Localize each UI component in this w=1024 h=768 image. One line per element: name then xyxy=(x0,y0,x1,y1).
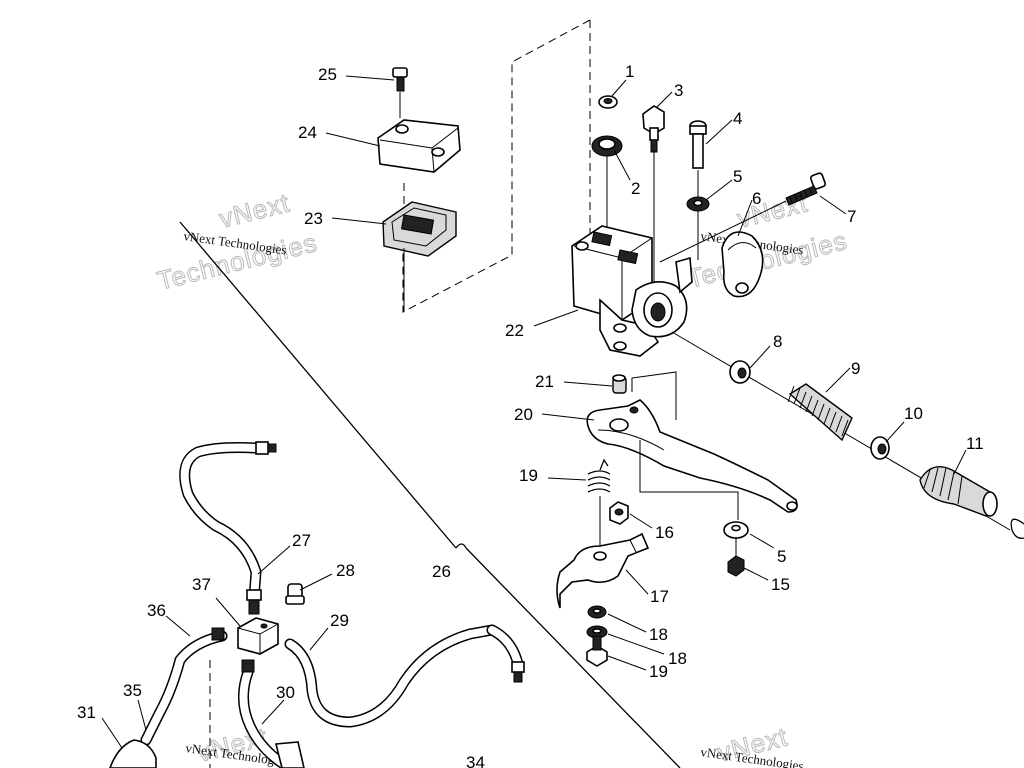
reservoir-diaphragm xyxy=(382,201,457,312)
watermark-bottom-right: vNext vNext Technologies xyxy=(700,721,805,768)
callout-14: 15 xyxy=(771,575,790,594)
callout-3: 3 xyxy=(674,81,683,100)
nut-15 xyxy=(609,501,629,525)
brake-hose-30 xyxy=(284,624,525,728)
callout-34: 34 xyxy=(466,753,485,768)
plunger-boot-11 xyxy=(919,466,998,517)
callout-19-label: 19 xyxy=(649,662,668,681)
brake-hose-28 xyxy=(179,441,277,615)
clamp-bracket xyxy=(721,231,764,298)
callout-37: 37 xyxy=(192,575,211,594)
section-divider-line xyxy=(179,221,681,768)
watermark-big-line1: vNext xyxy=(216,187,293,233)
callout-2: 2 xyxy=(631,179,640,198)
return-spring-20 xyxy=(587,458,611,548)
snap-ring xyxy=(1010,518,1024,539)
axis-line xyxy=(631,371,677,420)
leader-lines xyxy=(101,75,967,749)
seal-2 xyxy=(591,135,623,157)
callout-labels: 25 24 23 1 2 3 4 5 6 7 22 8 9 10 11 21 2… xyxy=(77,62,984,768)
reservoir-cover xyxy=(377,119,461,173)
axis-line xyxy=(639,440,739,520)
callout-11: 11 xyxy=(966,434,984,453)
washer-10 xyxy=(870,436,890,460)
watermark-left: vNext Technologies vNext Technologies xyxy=(154,187,321,296)
callout-5: 5 xyxy=(733,167,742,186)
callout-20: 19 xyxy=(519,466,538,485)
callout-8: 8 xyxy=(773,332,782,351)
callout-32: 31 xyxy=(77,703,96,722)
callout-31: 30 xyxy=(276,683,295,702)
callout-6: 6 xyxy=(752,189,761,208)
callout-28: 27 xyxy=(292,531,311,550)
spring-9 xyxy=(787,383,853,442)
washer-5-lower xyxy=(723,521,749,556)
washer-8 xyxy=(729,360,751,384)
callout-15: 16 xyxy=(655,523,674,542)
callout-36: 36 xyxy=(147,601,166,620)
brake-lever xyxy=(586,399,798,513)
callout-24: 23 xyxy=(304,209,323,228)
callout-22: 21 xyxy=(535,372,554,391)
callout-35: 35 xyxy=(123,681,142,700)
callout-1: 1 xyxy=(625,62,634,81)
adjuster-screw-7 xyxy=(659,172,826,263)
callout-18-label: 18 xyxy=(668,649,687,668)
caliper-32 xyxy=(109,739,157,768)
switch-bracket xyxy=(556,532,650,609)
callout-16: 17 xyxy=(650,587,669,606)
callout-10: 10 xyxy=(904,404,923,423)
pivot-pin-4 xyxy=(689,120,707,260)
callout-21: 20 xyxy=(514,405,533,424)
washer-1 xyxy=(598,95,618,109)
junction-block-37 xyxy=(237,617,279,655)
hose-fitting-29 xyxy=(285,583,305,605)
callout-9: 9 xyxy=(851,359,860,378)
callout-7: 7 xyxy=(847,207,856,226)
assembly-dashed-outline xyxy=(402,19,591,313)
washer-5-top xyxy=(686,196,710,212)
callout-30: 29 xyxy=(330,611,349,630)
callout-29: 28 xyxy=(336,561,355,580)
callout-4: 4 xyxy=(733,109,742,128)
bolt-3 xyxy=(642,105,665,300)
cover-screw xyxy=(392,67,408,118)
callout-23: 22 xyxy=(505,321,524,340)
callout-27: 26 xyxy=(432,562,451,581)
callout-17: 18 xyxy=(649,625,668,644)
callout-5-lower: 5 xyxy=(777,547,786,566)
brake-hose-36 xyxy=(140,627,228,746)
brake-hose-31 xyxy=(238,659,305,768)
master-cylinder-body xyxy=(571,225,1011,531)
bolt-19 xyxy=(586,635,608,667)
callout-26: 25 xyxy=(318,65,337,84)
callout-25: 24 xyxy=(298,123,317,142)
nut-14 xyxy=(727,555,745,577)
bushing-22 xyxy=(612,374,627,394)
washer-17 xyxy=(587,605,607,619)
